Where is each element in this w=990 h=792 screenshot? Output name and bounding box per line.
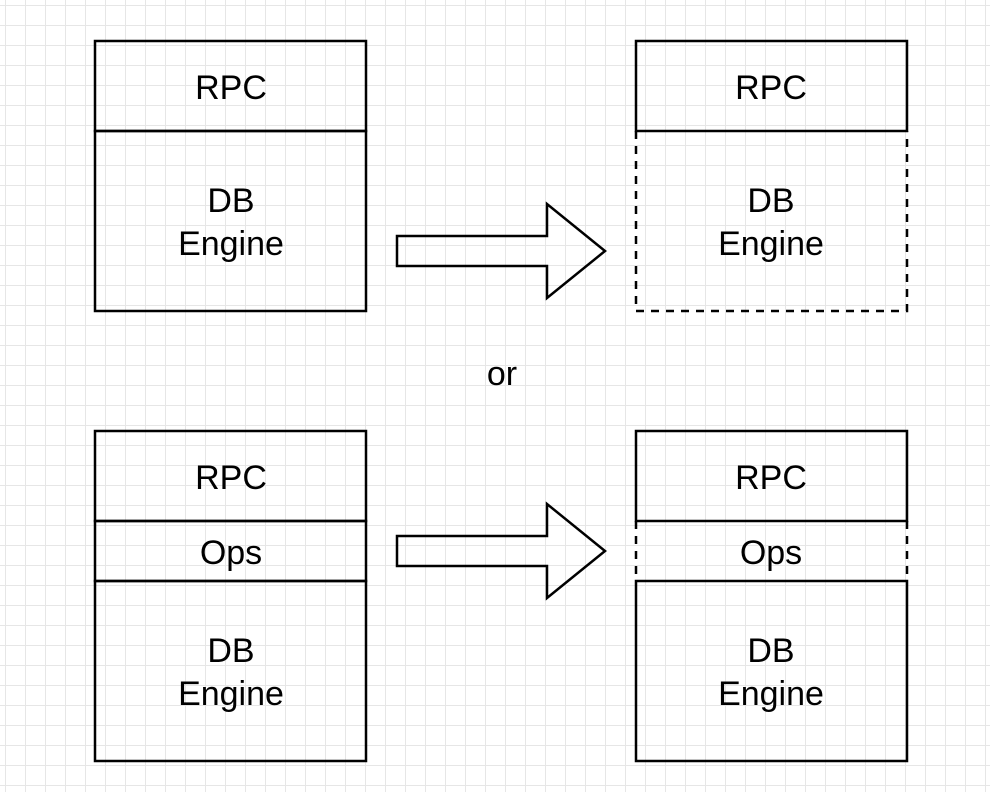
db-label: DB	[207, 632, 254, 670]
db-engine-box	[93, 579, 368, 763]
engine-label: Engine	[718, 675, 824, 713]
db-label: DB	[207, 182, 254, 220]
db-engine-box	[93, 129, 368, 313]
db-engine-box-dashed	[634, 131, 909, 313]
stack-top-left	[93, 39, 368, 313]
rpc-box	[634, 39, 909, 133]
db-label: DB	[747, 632, 794, 670]
arrow-right-icon	[395, 501, 607, 601]
stack-bottom-left	[93, 429, 368, 763]
stack-bottom-right	[634, 429, 909, 763]
ops-label: Ops	[740, 534, 802, 572]
rpc-label: RPC	[195, 69, 267, 107]
engine-label: Engine	[718, 225, 824, 263]
db-engine-box	[634, 579, 909, 763]
engine-label: Engine	[178, 225, 284, 263]
rpc-box	[634, 429, 909, 523]
engine-label: Engine	[178, 675, 284, 713]
or-label: or	[487, 355, 517, 393]
ops-label: Ops	[200, 534, 262, 572]
rpc-label: RPC	[735, 459, 807, 497]
db-label: DB	[747, 182, 794, 220]
stack-top-right	[634, 39, 909, 313]
rpc-label: RPC	[195, 459, 267, 497]
arrow-right-icon	[395, 201, 607, 301]
rpc-label: RPC	[735, 69, 807, 107]
